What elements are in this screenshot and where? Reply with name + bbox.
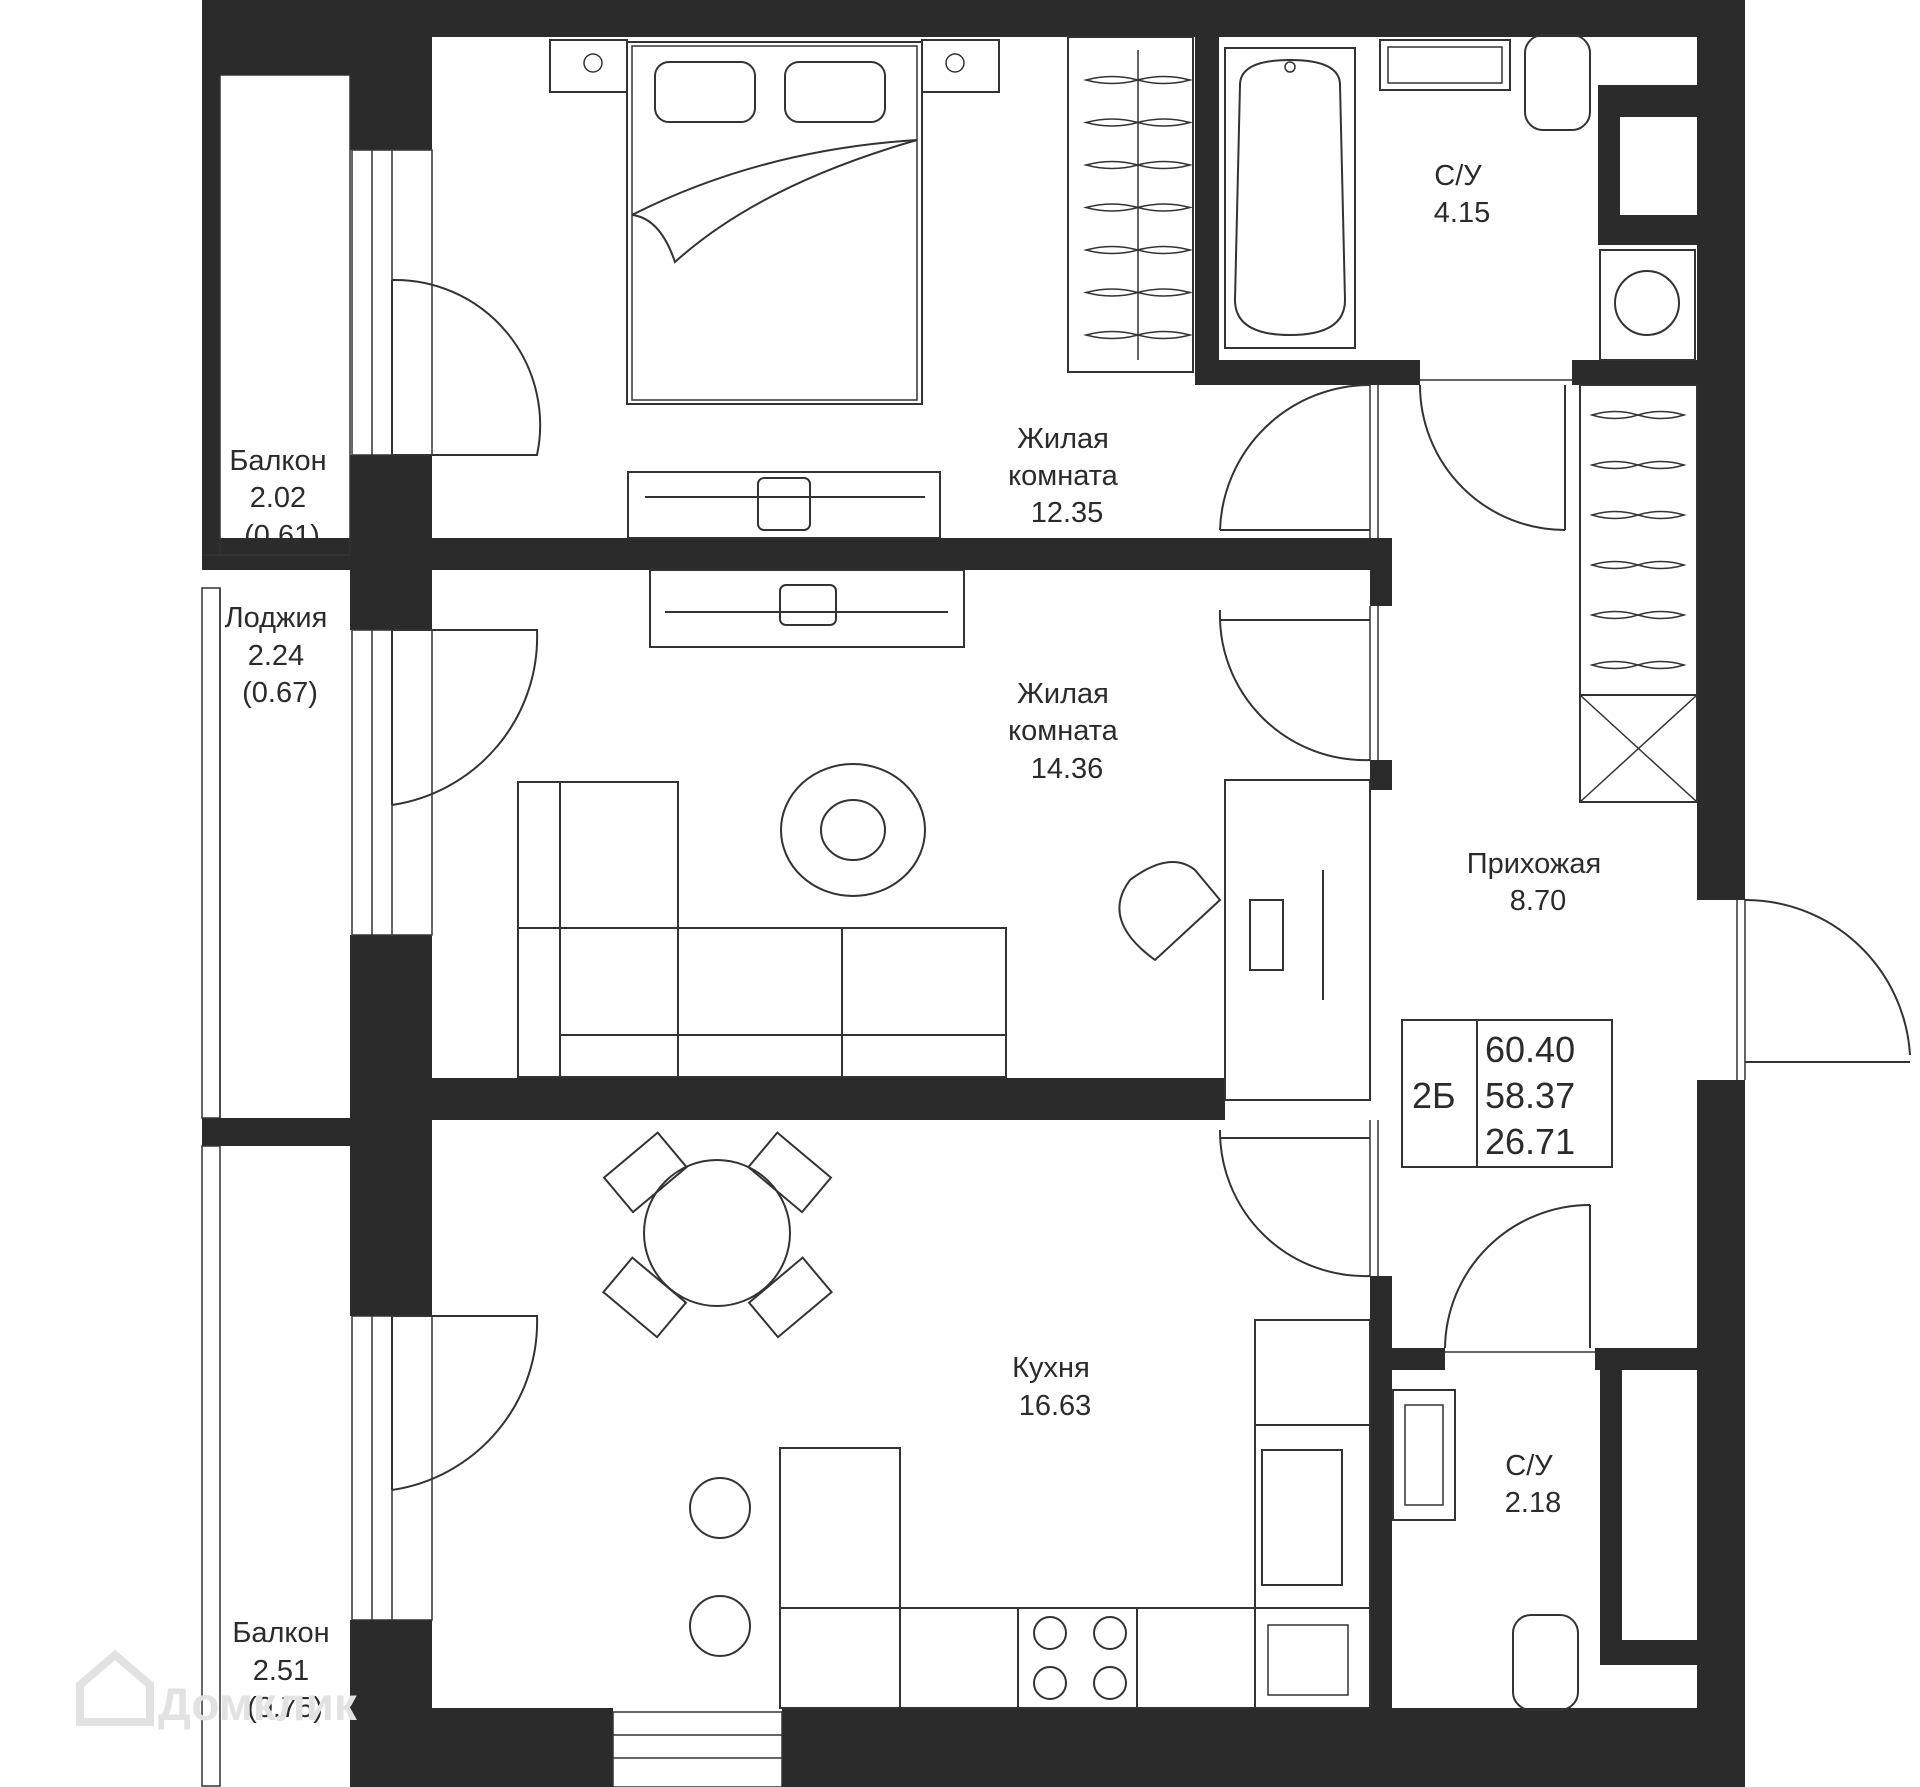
loggia-reduced: (0.67) <box>242 677 318 709</box>
area-summary: 2Б 60.40 58.37 26.71 <box>1401 1019 1613 1168</box>
bedroom-name-1: Жилая <box>1017 423 1109 455</box>
kitchen-area: 16.63 <box>1019 1390 1092 1422</box>
watermark-house-icon <box>76 1649 154 1726</box>
bathtub <box>1224 47 1356 349</box>
hanger-icon <box>1083 160 1193 170</box>
hanger-icon <box>1083 203 1193 212</box>
windows <box>201 74 783 1787</box>
watermark: Домклик <box>76 1649 358 1730</box>
balcony-low-name: Балкон <box>232 1617 329 1649</box>
lower-bath-fixtures <box>1392 1389 1579 1711</box>
hallway-name: Прихожая <box>1467 848 1601 880</box>
living-label: Жилая комната 14.36 <box>1008 678 1126 785</box>
hanger-icon <box>1589 610 1687 620</box>
bath-low-area: 2.18 <box>1505 1487 1561 1519</box>
sofa <box>517 781 1007 1078</box>
balcony-top-area: 2.02 <box>250 482 306 514</box>
bedroom-area: 12.35 <box>1031 497 1104 529</box>
bedroom-name-2: комната <box>1008 460 1119 492</box>
hanger-icon <box>1083 330 1193 340</box>
balcony-low-area: 2.51 <box>253 1655 309 1687</box>
hanger-icon <box>1083 118 1193 127</box>
loggia-area: 2.24 <box>248 640 304 672</box>
balcony-top-name: Балкон <box>229 445 326 477</box>
hanger-icon <box>1589 460 1687 470</box>
kitchen-name: Кухня <box>1012 1352 1090 1384</box>
hanger-icon <box>1083 245 1193 255</box>
bath-top-area: 4.15 <box>1434 197 1490 229</box>
loggia-label: Лоджия 2.24 (0.67) <box>225 602 336 709</box>
tv-units <box>627 471 965 648</box>
kitchen-label: Кухня 16.63 <box>1012 1352 1098 1422</box>
living-area: 26.71 <box>1485 1121 1575 1162</box>
desk <box>1118 779 1371 1101</box>
total-area: 60.40 <box>1485 1029 1575 1070</box>
bath-top-label: С/У 4.15 <box>1434 160 1490 229</box>
hanger-icon <box>1083 75 1193 85</box>
room-labels: Жилая комната 12.35 Жилая комната 14.36 … <box>225 160 1609 1724</box>
balcony-top-label: Балкон 2.02 (0.61) <box>229 445 334 552</box>
hallway-area: 8.70 <box>1510 885 1566 917</box>
apartment-type: 2Б <box>1412 1075 1456 1116</box>
wardrobe-bedroom <box>1067 36 1194 373</box>
door-swings <box>391 278 1911 1491</box>
loggia-name: Лоджия <box>225 602 328 634</box>
wardrobe-hallway <box>1579 384 1698 803</box>
balcony-low-reduced: (0.75) <box>247 1692 323 1724</box>
watermark-text: Домклик <box>158 1678 358 1730</box>
balcony-top-reduced: (0.61) <box>244 520 320 552</box>
bath-top-name: С/У <box>1434 160 1482 192</box>
hanger-icon <box>1589 510 1687 520</box>
area-excl-balconies: 58.37 <box>1485 1075 1575 1116</box>
walls <box>202 0 1745 1787</box>
living-area: 14.36 <box>1031 753 1104 785</box>
hanger-icon <box>1589 410 1687 420</box>
bed <box>549 39 1000 405</box>
bedroom-label: Жилая комната 12.35 <box>1008 423 1126 529</box>
hallway-label: Прихожая 8.70 <box>1467 848 1609 917</box>
living-name-2: комната <box>1008 715 1119 747</box>
balcony-low-label: Балкон 2.51 (0.75) <box>232 1617 337 1724</box>
hanger-icon <box>1589 660 1687 670</box>
bathroom-fixtures <box>1379 34 1696 361</box>
dining-set <box>601 1131 834 1339</box>
hanger-icon <box>1589 560 1687 570</box>
bath-low-name: С/У <box>1505 1450 1553 1482</box>
rug <box>780 763 926 897</box>
kitchen-counters <box>689 1319 1371 1709</box>
living-name-1: Жилая <box>1017 678 1109 710</box>
hanger-icon <box>1083 288 1193 297</box>
bath-low-label: С/У 2.18 <box>1505 1450 1561 1519</box>
